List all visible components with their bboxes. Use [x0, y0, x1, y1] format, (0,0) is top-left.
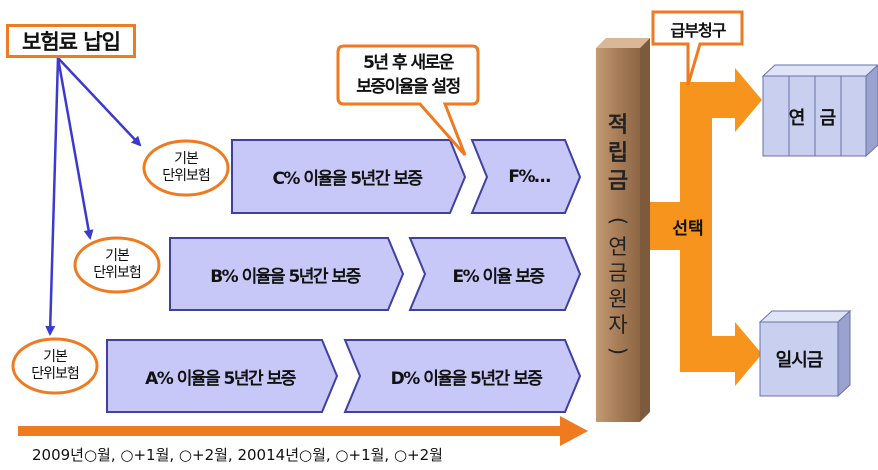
unit-label-2-line2: 단위보험: [93, 265, 142, 281]
accumulated-char: 원: [608, 287, 628, 311]
chevrons: [106, 139, 582, 413]
unit-oval-3: [11, 337, 99, 395]
chevron-b-label: B% 이율을 5년간 보증: [210, 266, 361, 287]
accumulated-char: 연: [608, 235, 628, 259]
chevron-f-label: F%…: [508, 166, 551, 187]
unit-label-3: 기본 단위보험: [15, 341, 95, 391]
arrow-to-unit-1: [57, 57, 142, 147]
unit-label-1-line1: 기본: [174, 151, 199, 167]
chevron-e: [408, 237, 582, 311]
chevron-b: [169, 237, 405, 311]
unit-label-1-line2: 단위보험: [162, 168, 211, 184]
pension-principal-label: ( 연 금 원 자 ): [600, 208, 636, 364]
callout-5yr-line2: 보증이율을 설정: [356, 77, 461, 97]
callout-bubble-5yr: [336, 44, 480, 156]
unit-label-1: 기본 단위보험: [146, 143, 226, 193]
accumulated-char: 금: [607, 169, 629, 194]
lump-sum-label: 일시금: [775, 350, 824, 371]
unit-label-2: 기본 단위보험: [77, 240, 157, 290]
arrow-to-unit-3: [45, 57, 60, 336]
accumulated-pillar: [596, 38, 650, 422]
chevron-a: [106, 339, 339, 413]
unit-oval-1: [142, 139, 230, 197]
accumulated-char: 적: [607, 113, 629, 138]
unit-oval-2: [73, 236, 161, 294]
blue-arrows: [45, 57, 142, 336]
chevron-a-label: A% 이율을 5년간 보증: [145, 368, 296, 389]
chevron-d-label: D% 이율을 5년간 보증: [390, 368, 543, 389]
chevron-e-label: E% 이율 보증: [452, 266, 545, 287]
callout-claim-text: 급부청구: [670, 21, 727, 40]
unit-label-2-line1: 기본: [105, 248, 130, 264]
accumulated-char: 립: [607, 141, 629, 166]
paren-close: ): [605, 346, 630, 356]
pension-box: [761, 64, 878, 158]
timeline-arrow: [18, 416, 588, 446]
chevron-c-label: C% 이율을 5년간 보증: [272, 169, 423, 189]
chevron-c: [231, 139, 467, 214]
callout-5yr-line1: 5년 후 새로운: [363, 53, 454, 73]
paren-open: (: [605, 216, 630, 226]
accumulated-char: 자: [608, 313, 628, 337]
lump-sum-box: [758, 309, 852, 398]
accumulated-char: 금: [608, 261, 628, 285]
unit-label-3-line2: 단위보험: [31, 366, 80, 382]
chevron-f: [470, 139, 582, 214]
accumulated-label: 적 립 금: [600, 112, 636, 196]
callout-bubble-claim: [651, 10, 744, 86]
arrow-to-unit-2: [56, 57, 94, 240]
choice-label: 선택: [672, 219, 704, 239]
choice-arrows: [650, 68, 762, 386]
premium-payment-title: 보험료 납입: [6, 24, 136, 58]
timeline-label: 2009년○월, ○+1월, ○+2월, 20014년○월, ○+1월, ○+2…: [32, 446, 443, 464]
pension-label: 연 금: [788, 108, 841, 129]
unit-label-3-line1: 기본: [43, 349, 68, 365]
callout-5yr-text: 5년 후 새로운 보증이율을 설정: [340, 51, 476, 99]
chevron-d: [343, 339, 582, 413]
